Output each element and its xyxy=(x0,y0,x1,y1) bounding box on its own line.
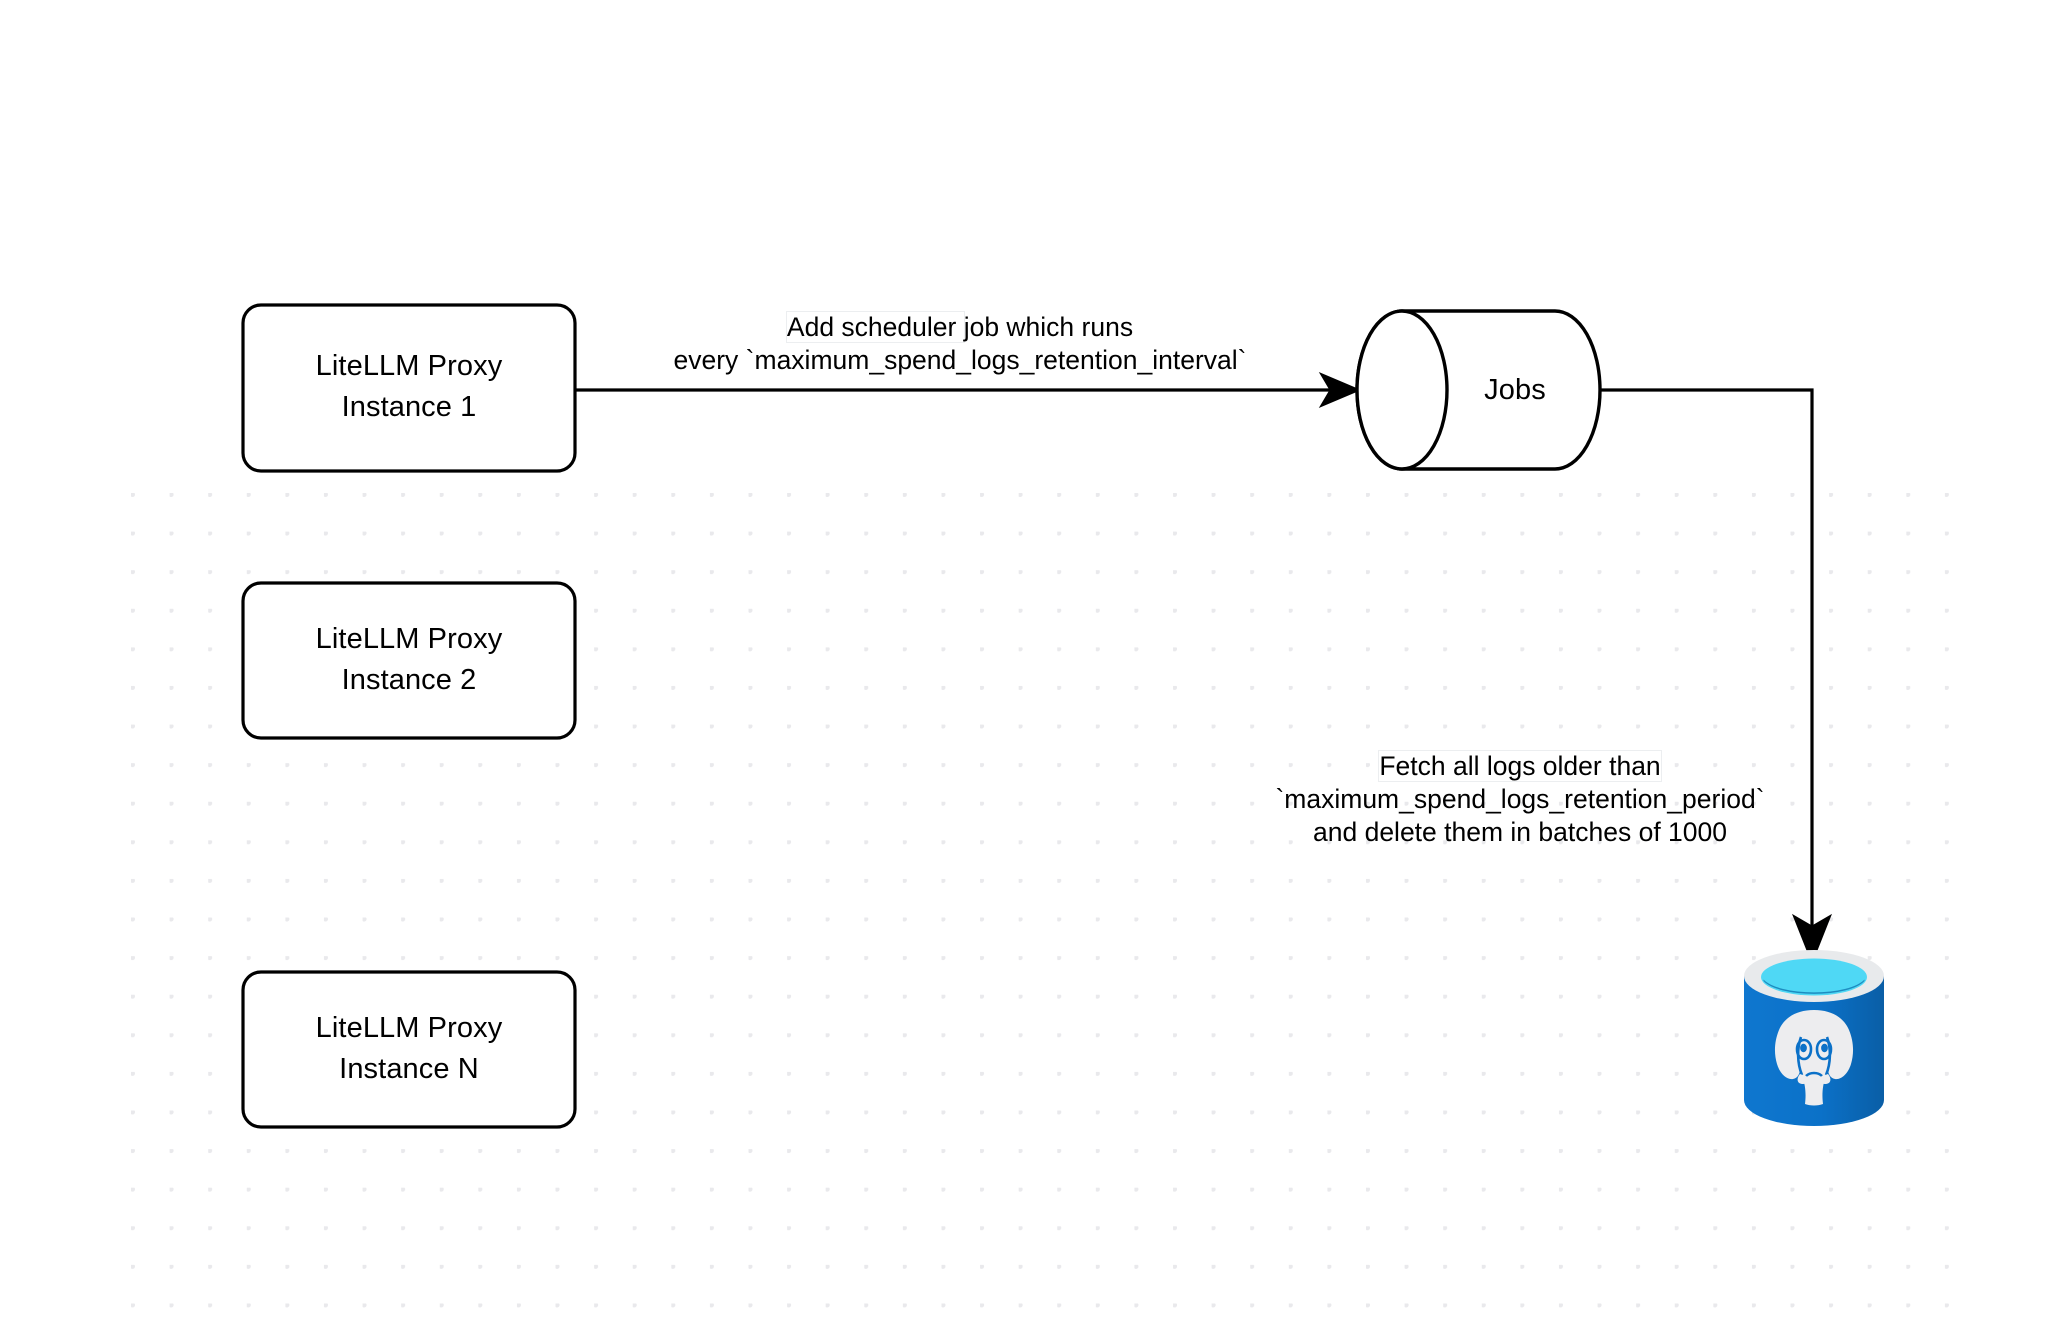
edge-proxy1-to-jobs-label: Add scheduler job which runs every `maxi… xyxy=(620,311,1300,377)
edge-jobs-to-postgres-arrowhead xyxy=(1792,913,1832,965)
postgres-database-icon[interactable] xyxy=(1740,948,1888,1132)
node-proxy-instance-2-label: LiteLLM Proxy Instance 2 xyxy=(243,619,575,701)
node-proxy-instance-2-line1: LiteLLM Proxy xyxy=(315,623,503,655)
edge-jobs-to-postgres[interactable] xyxy=(1600,388,1832,965)
postgres-surface-dark-band xyxy=(1763,979,1865,994)
node-proxy-instance-n-line1: LiteLLM Proxy xyxy=(315,1012,503,1044)
node-proxy-instance-n-label: LiteLLM Proxy Instance N xyxy=(243,1008,575,1090)
edge-proxy1-to-jobs[interactable] xyxy=(575,371,1362,409)
postgres-elephant-eyes xyxy=(1800,1043,1828,1053)
postgres-elephant-contours xyxy=(1795,1036,1833,1078)
node-proxy-instance-n-line2: Instance N xyxy=(339,1053,479,1085)
node-jobs-label: Jobs xyxy=(1484,374,1546,406)
edge-proxy1-to-jobs-label-line2: every `maximum_spend_logs_retention_inte… xyxy=(673,345,1247,375)
edge-label-highlight: Add scheduler xyxy=(786,312,964,342)
node-proxy-instance-1-line1: LiteLLM Proxy xyxy=(315,350,503,382)
edge-label-highlight-2: Fetch all logs older than xyxy=(1379,751,1661,781)
edge-jobs-to-postgres-label-line3: and delete them in batches of 1000 xyxy=(1313,817,1727,847)
edge-jobs-to-postgres-label-line1: Fetch all logs older than xyxy=(1240,750,1800,783)
node-jobs-cylinder[interactable] xyxy=(1355,309,1602,471)
edge-proxy1-to-jobs-label-line1: Add scheduler job which runs xyxy=(620,311,1300,344)
edge-jobs-to-postgres-line xyxy=(1600,388,1814,940)
node-proxy-instance-1-label: LiteLLM Proxy Instance 1 xyxy=(243,346,575,428)
node-proxy-instance-n[interactable] xyxy=(241,970,577,1129)
postgres-elephant-tusks xyxy=(1797,1074,1831,1084)
edge-jobs-to-postgres-label-line2: `maximum_spend_logs_retention_period` xyxy=(1275,784,1765,814)
edge-proxy1-to-jobs-arrowhead xyxy=(1318,371,1362,409)
node-jobs-cylinder-face xyxy=(1355,309,1449,471)
edge-jobs-to-postgres-label: Fetch all logs older than `maximum_spend… xyxy=(1240,750,1800,849)
node-proxy-instance-2[interactable] xyxy=(241,581,577,740)
node-proxy-instance-1[interactable] xyxy=(241,303,577,473)
node-proxy-instance-1-line2: Instance 1 xyxy=(341,391,477,423)
postgres-elephant-icon xyxy=(1774,1010,1854,1106)
postgres-surface-light xyxy=(1761,958,1867,996)
node-proxy-instance-2-line2: Instance 2 xyxy=(341,664,477,696)
edge-proxy1-to-jobs-label-line1-rest: job which runs xyxy=(963,312,1134,342)
